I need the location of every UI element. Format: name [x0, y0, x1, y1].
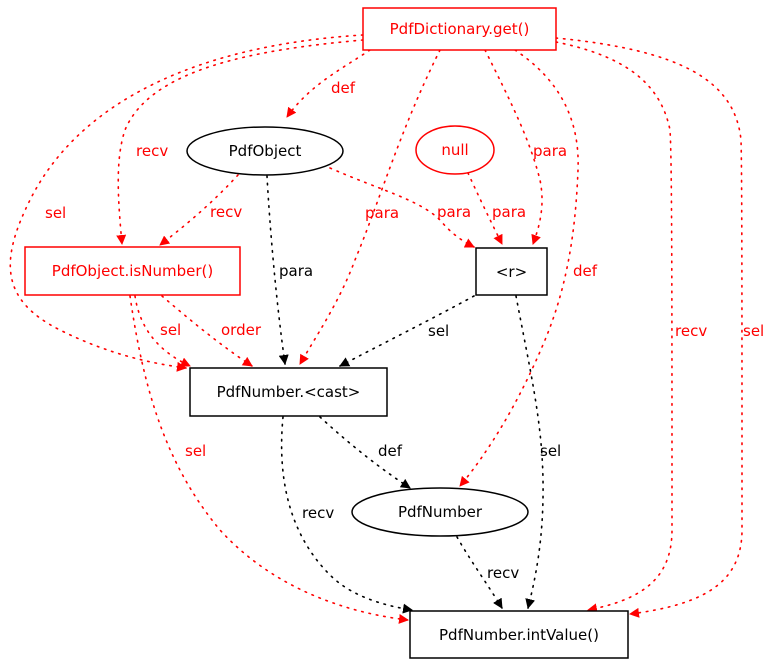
- edge-isnumber-to-intvalue-sel: sel: [129, 295, 409, 624]
- edge-get-to-r-para: para: [484, 49, 567, 245]
- edge-label: para: [533, 142, 567, 160]
- node-pdfobject[interactable]: PdfObject: [186, 126, 344, 176]
- edge-label: def: [331, 79, 356, 97]
- node-label: PdfNumber.<cast>: [217, 383, 361, 401]
- edge-label: para: [279, 262, 313, 280]
- edge-pdfnumber-to-intvalue-recv: recv: [456, 536, 519, 609]
- edge-get-to-pdfobject-def: def: [286, 49, 371, 118]
- edge-label: recv: [136, 142, 168, 160]
- node-label: PdfObject.isNumber(): [52, 262, 213, 280]
- edge-get-to-isnumber-recv: recv: [116, 39, 364, 245]
- edge-r-to-intvalue-sel: sel: [515, 295, 561, 609]
- edge-label: para: [437, 203, 471, 221]
- edge-pdfobject-to-r-para: para: [329, 167, 475, 248]
- node-pdfobject-isnumber[interactable]: PdfObject.isNumber(): [24, 246, 241, 296]
- node-pdfnumber[interactable]: PdfNumber: [351, 487, 529, 537]
- node-label: PdfObject: [229, 142, 302, 160]
- edge-label: sel: [45, 204, 66, 222]
- node-label: PdfDictionary.get(): [390, 20, 530, 38]
- edge-pdfobject-to-cast-para: para: [266, 175, 313, 365]
- edge-label: def: [573, 262, 598, 280]
- node-pdfdictionary-get[interactable]: PdfDictionary.get(): [362, 7, 557, 51]
- edge-isnumber-to-cast-sel: sel: [134, 295, 191, 367]
- edge-get-to-intvalue-recv: recv: [555, 41, 707, 614]
- edge-label: para: [365, 204, 399, 222]
- edge-isnumber-to-cast-order: order: [161, 295, 262, 367]
- edge-cast-to-pdfnumber-def: def: [319, 416, 411, 489]
- edge-get-to-cast-sel: sel: [9, 34, 364, 372]
- edge-label: recv: [210, 203, 242, 221]
- edge-get-to-intvalue-sel: sel: [555, 37, 764, 618]
- edge-label: sel: [540, 442, 561, 460]
- node-null[interactable]: null: [415, 125, 495, 175]
- edge-cast-to-intvalue-recv: recv: [280, 416, 413, 614]
- node-r[interactable]: <r>: [475, 247, 548, 296]
- edge-label: sel: [428, 322, 449, 340]
- edge-label: def: [378, 442, 403, 460]
- node-pdfnumber-cast[interactable]: PdfNumber.<cast>: [189, 367, 388, 417]
- edge-label: sel: [160, 321, 181, 339]
- edge-r-to-cast-sel: sel: [339, 295, 475, 367]
- edge-label: para: [492, 203, 526, 221]
- edge-get-to-cast-para: para: [299, 49, 441, 365]
- node-label: <r>: [496, 263, 527, 281]
- node-label: null: [441, 141, 468, 159]
- node-pdfnumber-intvalue[interactable]: PdfNumber.intValue(): [409, 610, 629, 659]
- edge-label: sel: [185, 442, 206, 460]
- edge-label: recv: [302, 504, 334, 522]
- edge-pdfobject-to-isnumber-recv: recv: [159, 174, 242, 246]
- edge-label: order: [221, 321, 262, 339]
- edge-label: recv: [487, 564, 519, 582]
- node-label: PdfNumber.intValue(): [439, 626, 599, 644]
- edge-get-to-pdfnumber-def: def: [459, 49, 598, 487]
- edge-label: recv: [675, 322, 707, 340]
- edge-label: sel: [743, 322, 764, 340]
- edge-null-to-r-para: para: [467, 172, 526, 245]
- node-label: PdfNumber: [398, 503, 483, 521]
